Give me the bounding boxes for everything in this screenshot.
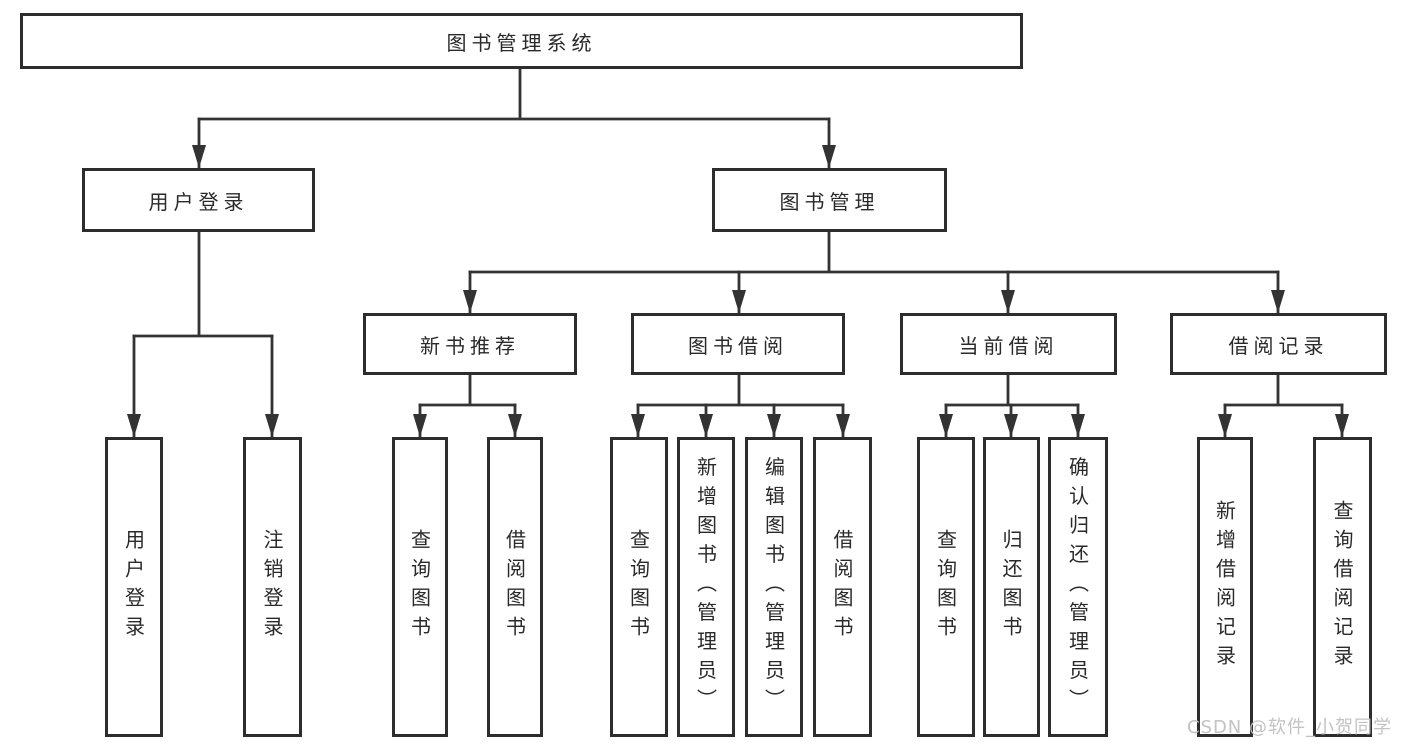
leaf-edit-book-admin: 编辑图书（管理员） [745, 437, 803, 737]
leaf-label: 查询图书 [933, 529, 958, 645]
leaf-label: 注销登录 [260, 529, 284, 645]
leaf-query-books-recommend: 查询图书 [392, 437, 448, 737]
leaf-label: 借阅图书 [502, 529, 527, 645]
leaf-confirm-return-admin: 确认归还（管理员） [1048, 437, 1108, 737]
node-new-book-recommend: 新书推荐 [363, 313, 577, 375]
leaf-logout: 注销登录 [243, 437, 302, 737]
node-user-login: 用户登录 [82, 168, 315, 232]
leaf-label: 编辑图书（管理员） [761, 456, 786, 718]
leaf-label: 新增图书（管理员） [693, 456, 718, 718]
csdn-watermark: CSDN @软件_小贺同学 [1186, 717, 1392, 738]
leaf-label: 确认归还（管理员） [1065, 456, 1090, 718]
leaf-label: 用户登录 [121, 529, 146, 645]
node-current-borrowing: 当前借阅 [900, 313, 1117, 375]
leaf-label: 新增借阅记录 [1212, 500, 1237, 674]
leaf-borrow-books-recommend: 借阅图书 [487, 437, 543, 737]
node-library-management-system: 图书管理系统 [20, 13, 1023, 69]
leaf-label: 归还图书 [999, 529, 1023, 645]
leaf-query-books-borrow: 查询图书 [610, 437, 668, 737]
leaf-user-login: 用户登录 [105, 437, 163, 737]
leaf-query-books-current: 查询图书 [917, 437, 975, 737]
leaf-borrow-books: 借阅图书 [813, 437, 872, 737]
leaf-label: 查询借阅记录 [1330, 500, 1354, 674]
leaf-return-book: 归还图书 [983, 437, 1040, 737]
leaf-query-borrow-record: 查询借阅记录 [1313, 437, 1372, 737]
leaf-add-borrow-record: 新增借阅记录 [1197, 437, 1253, 737]
node-book-management: 图书管理 [712, 168, 947, 232]
leaf-label: 查询图书 [626, 529, 651, 645]
node-borrowing-records: 借阅记录 [1170, 313, 1387, 375]
leaf-label: 借阅图书 [830, 529, 854, 645]
leaf-add-book-admin: 新增图书（管理员） [677, 437, 735, 737]
leaf-label: 查询图书 [407, 529, 432, 645]
node-book-borrowing: 图书借阅 [631, 313, 845, 375]
